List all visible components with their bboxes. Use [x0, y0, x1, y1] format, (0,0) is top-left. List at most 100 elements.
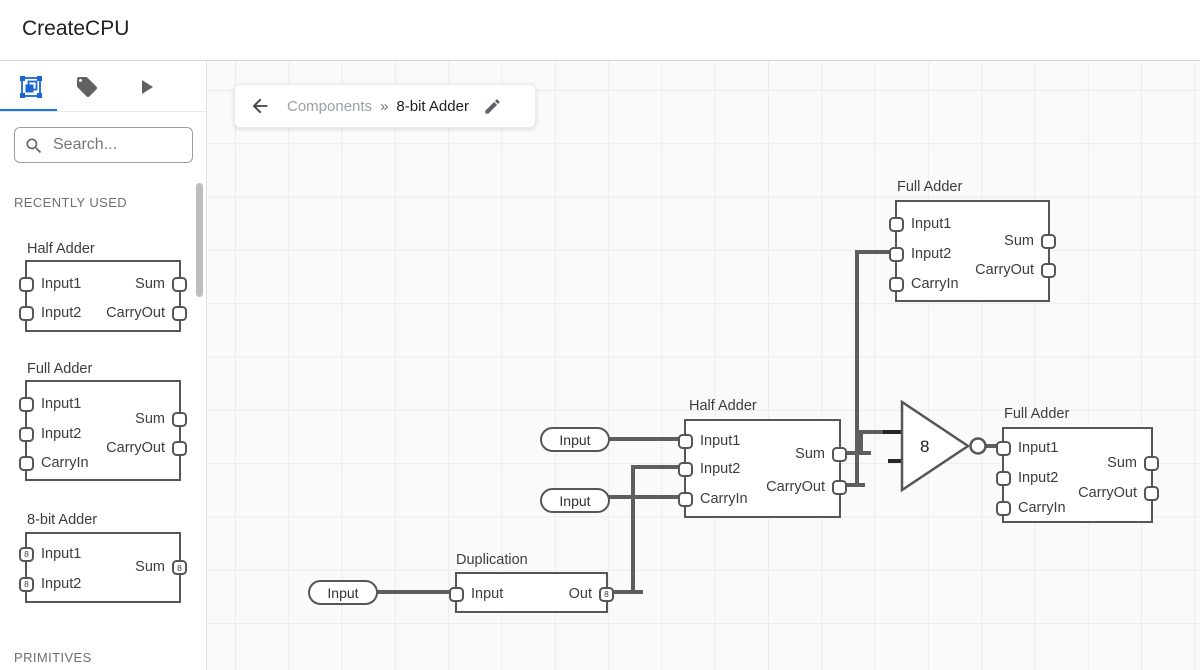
component-title: Half Adder — [27, 241, 95, 257]
tab-components[interactable] — [19, 75, 43, 99]
port-pin-bus: 8 — [172, 560, 187, 575]
port-label: Sum — [135, 559, 165, 575]
wire-inputbottom-to-duplication[interactable] — [375, 590, 458, 594]
port-label: CarryOut — [766, 478, 825, 495]
port-pin[interactable] — [889, 216, 904, 232]
port-label: Input1 — [911, 215, 952, 232]
search-box[interactable] — [14, 127, 193, 163]
tab-run[interactable] — [134, 75, 158, 99]
node-body[interactable]: Input1 Input2 CarryIn Sum CarryOut — [996, 427, 1159, 523]
port-pin — [172, 305, 187, 321]
active-tab-indicator — [0, 109, 57, 112]
port-label: Input1 — [700, 432, 741, 449]
bus-gate[interactable]: 8 — [896, 395, 1006, 520]
component-card[interactable]: Input1 Input2 CarryIn Sum CarryOut — [19, 380, 187, 481]
play-icon — [142, 80, 153, 94]
input-node-mid[interactable]: Input — [540, 488, 610, 513]
port-label: Input2 — [911, 245, 952, 262]
port-label: CarryIn — [41, 454, 89, 471]
wire-halfadder-sum-h[interactable] — [841, 451, 871, 455]
port-pin[interactable] — [996, 470, 1011, 486]
port-label: Input — [471, 585, 504, 602]
port-pin[interactable] — [832, 479, 847, 495]
edit-pencil-icon[interactable] — [483, 97, 502, 116]
port-label: CarryIn — [911, 275, 959, 292]
wire-gate-to-fulladderright-input1[interactable] — [985, 444, 1002, 448]
port-pin[interactable] — [889, 246, 904, 262]
node-title: Duplication — [456, 552, 528, 568]
port-label: Input2 — [1018, 469, 1059, 486]
circuit-canvas[interactable]: 8 Components » 8-bit Adder Full Adder In… — [208, 61, 1200, 670]
component-card[interactable]: Input1 Input2 Sum CarryOut — [19, 260, 187, 332]
search-input[interactable] — [53, 128, 188, 161]
component-card[interactable]: 8 8 8 Input1 Input2 Sum — [19, 532, 187, 603]
port-pin[interactable] — [1041, 262, 1056, 278]
port-pin[interactable] — [996, 500, 1011, 516]
wire-sum-to-gate[interactable] — [859, 430, 902, 434]
input-label: Input — [559, 492, 591, 509]
wire-to-fulladdertop-input2[interactable] — [855, 250, 895, 254]
port-label: Input2 — [700, 460, 741, 477]
port-label: CarryIn — [700, 490, 748, 507]
port-pin[interactable] — [1041, 233, 1056, 249]
wire-gate-input2-stub[interactable] — [888, 459, 903, 463]
gate-triangle[interactable] — [900, 399, 971, 493]
port-label: Sum — [135, 275, 165, 292]
bus-width: 8 — [604, 589, 609, 599]
wire-sum-up-v[interactable] — [859, 430, 863, 455]
gate-output-bubble[interactable] — [969, 437, 987, 455]
port-pin — [172, 411, 187, 427]
port-pin[interactable] — [1144, 455, 1159, 471]
components-icon — [20, 76, 42, 98]
port-pin[interactable] — [832, 447, 847, 462]
wire-duplication-out-v[interactable] — [631, 465, 635, 594]
port-pin — [19, 426, 34, 442]
port-label: Sum — [1004, 232, 1034, 249]
bus-width: 8 — [24, 579, 29, 589]
tab-tags[interactable] — [75, 75, 99, 99]
node-body[interactable]: Input1 Input2 CarryIn Sum CarryOut — [678, 419, 847, 518]
port-pin-bus: 8 — [19, 546, 34, 562]
port-pin[interactable] — [449, 586, 464, 602]
port-pin-bus[interactable]: 8 — [599, 586, 614, 602]
port-pin — [19, 396, 34, 412]
port-pin[interactable] — [996, 440, 1011, 456]
sidebar-scrollbar[interactable] — [196, 183, 203, 297]
port-pin[interactable] — [678, 491, 693, 507]
wire-halfadder-carryout-h[interactable] — [841, 483, 865, 487]
port-label: Input1 — [41, 275, 82, 292]
tag-icon — [77, 77, 98, 97]
input-node-top[interactable]: Input — [540, 427, 610, 452]
port-pin — [172, 440, 187, 456]
port-pin[interactable] — [678, 433, 693, 449]
wire-duplication-out-h[interactable] — [608, 590, 643, 594]
node-body[interactable]: Input1 Input2 CarryIn Sum CarryOut — [889, 200, 1056, 302]
node-title: Half Adder — [689, 398, 757, 414]
port-label: CarryIn — [1018, 499, 1066, 516]
wire-inputtop-to-halfadder-input1[interactable] — [606, 437, 684, 441]
app-title: CreateCPU — [22, 17, 130, 40]
port-label: Sum — [135, 410, 165, 427]
port-pin — [19, 305, 34, 321]
wire-gate-input1-stub[interactable] — [883, 430, 902, 434]
section-recently-used: RECENTLY USED — [14, 195, 128, 210]
port-pin[interactable] — [1144, 485, 1159, 501]
port-label: CarryOut — [975, 261, 1034, 278]
port-pin[interactable] — [678, 461, 693, 477]
port-pin[interactable] — [889, 276, 904, 292]
breadcrumb-parent[interactable]: Components — [287, 97, 373, 115]
wire-carryout-to-fulladdertop-v[interactable] — [855, 250, 859, 487]
component-title: Full Adder — [27, 361, 93, 377]
component-title: 8-bit Adder — [27, 512, 98, 528]
breadcrumb-separator: » — [380, 97, 389, 115]
port-label: Sum — [1107, 454, 1137, 471]
node-body[interactable]: 8 Input Out — [449, 572, 614, 613]
wire-to-halfadder-input2[interactable] — [631, 465, 684, 469]
back-arrow-icon[interactable] — [249, 95, 271, 117]
bus-width: 8 — [24, 549, 29, 559]
wire-inputmid-to-halfadder-carryin[interactable] — [606, 495, 684, 499]
bus-width: 8 — [177, 562, 182, 573]
port-label: CarryOut — [1078, 484, 1137, 501]
search-icon — [26, 138, 42, 154]
input-node-bottom[interactable]: Input — [308, 580, 378, 605]
